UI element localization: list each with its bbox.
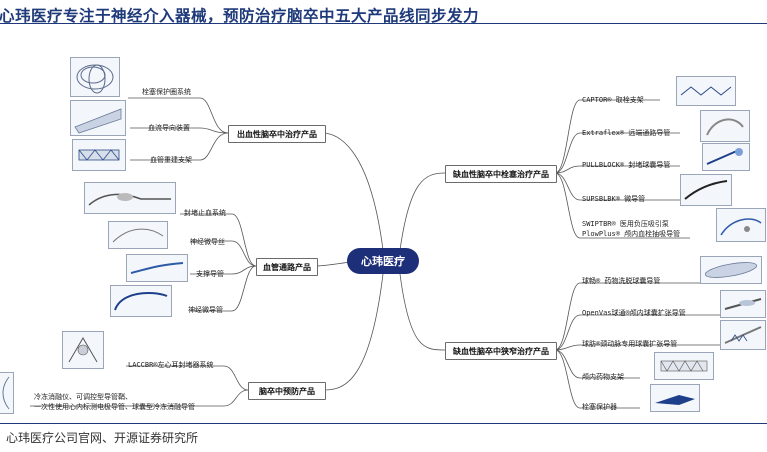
leaf-flow-diverter: 血流导向装置 bbox=[148, 124, 190, 132]
center-node: 心玮医疗 bbox=[347, 248, 419, 274]
stent-image bbox=[72, 139, 126, 171]
leaf-captor: CAPTOR® 取栓支架 bbox=[582, 96, 644, 104]
captor-stent-image bbox=[676, 76, 736, 106]
branch-ischemic-embolic: 缺血性脑卒中栓塞治疗产品 bbox=[445, 165, 557, 183]
branch-hemorrhagic: 出血性脑卒中治疗产品 bbox=[228, 125, 326, 143]
leaf-cryo-line2: 一次性使用心内标测电极导管、球囊型冷冻消融导管 bbox=[34, 403, 195, 411]
carotid-balloon-image bbox=[720, 320, 766, 350]
flow-diverter-image bbox=[70, 100, 126, 136]
leaf-dcb: 球畅® 药物洗脱球囊导管 bbox=[582, 277, 661, 285]
drug-stent-image bbox=[654, 352, 714, 380]
branch-ischemic-stenosis: 缺血性脑卒中狭窄治疗产品 bbox=[445, 342, 557, 360]
microcatheter-image bbox=[110, 285, 172, 317]
leaf-support-catheter: 支撑导管 bbox=[196, 270, 224, 278]
leaf-plowplus: PlowPlus® 颅内血栓抽吸导管 bbox=[582, 230, 681, 238]
occluder-image bbox=[62, 331, 104, 369]
coil-image bbox=[70, 57, 120, 97]
leaf-guidewire: 神经微导丝 bbox=[190, 238, 225, 246]
leaf-stent: 血管重建支架 bbox=[150, 156, 192, 164]
branch-prevention: 脑卒中预防产品 bbox=[248, 382, 326, 400]
guidewire-image bbox=[108, 221, 168, 249]
source-note: 心玮医疗公司官网、开源证券研究所 bbox=[6, 431, 199, 445]
leaf-cryo-line1: 冷冻消融仪、可调控型导管鞘、 bbox=[34, 393, 132, 401]
leaf-openvas: OpenVas球通®颅内球囊扩张导管 bbox=[582, 309, 686, 317]
closure-system-image bbox=[84, 182, 176, 214]
extraflex-image bbox=[700, 110, 750, 142]
leaf-closure-system: 封堵止血系统 bbox=[184, 209, 226, 217]
leaf-drug-stent: 颅内药物支架 bbox=[582, 373, 624, 381]
dcb-image bbox=[700, 256, 762, 284]
leaf-supsblbk: SUPSBLBK® 微导管 bbox=[582, 195, 646, 203]
page-title: 心玮医疗专注于神经介入器械，预防治疗脑卒中五大产品线同步发力 bbox=[0, 7, 480, 25]
embolic-protection-image bbox=[650, 384, 700, 412]
aspiration-image bbox=[716, 208, 766, 242]
branch-vascular-access: 血管通路产品 bbox=[256, 258, 318, 276]
leaf-microcatheter: 神经微导管 bbox=[188, 306, 223, 314]
pullblock-image bbox=[702, 143, 750, 171]
support-catheter-image bbox=[126, 254, 188, 282]
leaf-pullblock: PULLBLOCK® 封堵球囊导管 bbox=[582, 161, 671, 169]
cryo-device-image bbox=[0, 372, 14, 414]
title-divider bbox=[0, 23, 767, 24]
footer-divider bbox=[0, 423, 767, 424]
openvas-image bbox=[720, 290, 766, 318]
leaf-occluder: LACCBR®左心耳封堵器系统 bbox=[128, 361, 214, 369]
leaf-coil: 栓塞保护圈系统 bbox=[142, 88, 191, 96]
leaf-extraflex: Extraflex® 远端通路导管 bbox=[582, 129, 671, 137]
leaf-carotid-balloon: 球肪®颈动脉专用球囊扩张导管 bbox=[582, 340, 678, 348]
leaf-swiptbr: SWIPTBR® 医用负压吸引泵 bbox=[582, 220, 669, 228]
microcatheter-right-image bbox=[680, 174, 732, 206]
leaf-embolic-protection: 栓塞保护器 bbox=[582, 403, 617, 411]
